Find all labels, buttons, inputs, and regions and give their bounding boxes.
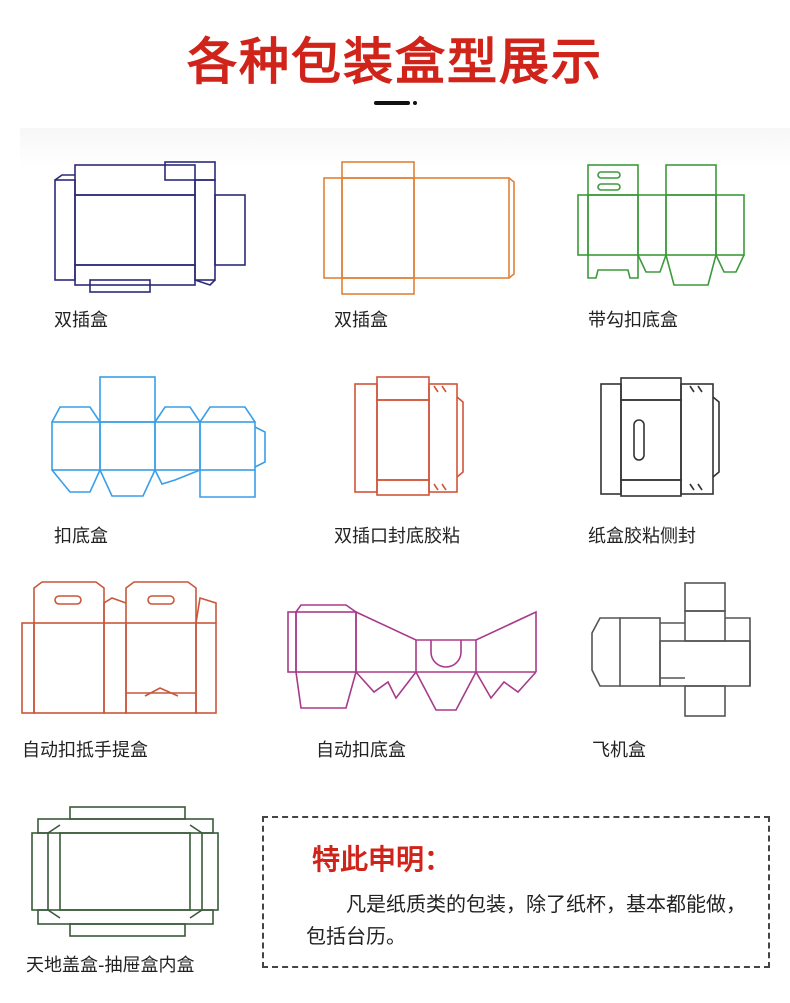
dieline-side-glue xyxy=(600,377,720,497)
dieline-handle-box xyxy=(21,581,217,714)
dieline-mailer xyxy=(591,582,751,717)
box-label: 纸盒胶粘侧封 xyxy=(588,526,696,547)
page-title: 各种包装盒型展示 xyxy=(187,33,603,91)
dieline-auto-bottom xyxy=(287,604,537,711)
dieline-double-tuck-1 xyxy=(54,161,246,293)
box-label: 双插盒 xyxy=(334,310,388,331)
dieline-lock-bottom xyxy=(51,376,266,498)
title-underline xyxy=(374,101,410,105)
box-label: 双插盒 xyxy=(54,310,108,331)
dieline-hook-bottom xyxy=(577,164,745,286)
box-label: 带勾扣底盒 xyxy=(588,310,678,331)
box-label: 自动扣底盒 xyxy=(316,740,406,761)
dieline-double-tuck-2 xyxy=(323,161,515,295)
dieline-lid-base xyxy=(31,806,219,937)
box-label: 双插口封底胶粘 xyxy=(334,526,460,547)
box-label: 自动扣抵手提盒 xyxy=(22,740,148,761)
box-label: 天地盖盒-抽屉盒内盒 xyxy=(26,955,195,976)
title-underline-dot xyxy=(413,101,417,105)
box-label: 扣底盒 xyxy=(54,526,108,547)
notice-body: 凡是纸质类的包装，除了纸杯，基本都能做，包括台历。 xyxy=(306,892,746,948)
notice-box: 特此申明： 凡是纸质类的包装，除了纸杯，基本都能做，包括台历。 xyxy=(262,816,770,968)
box-label: 飞机盒 xyxy=(592,740,646,761)
notice-heading: 特此申明： xyxy=(312,843,453,876)
dieline-tuck-glue xyxy=(354,376,464,496)
